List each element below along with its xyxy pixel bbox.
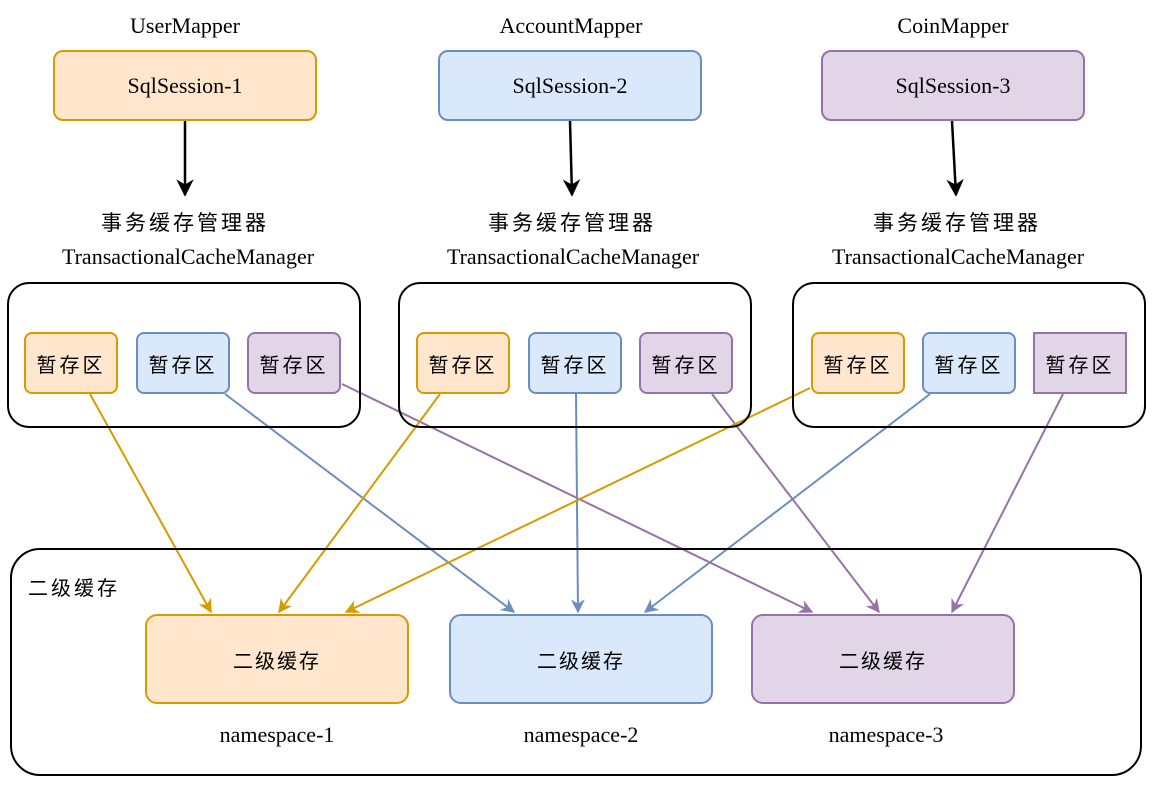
transactional-cache-manager [7,282,361,428]
second-level-cache-box[interactable]: 二级缓存 [145,614,409,704]
second-level-cache-box[interactable]: 二级缓存 [751,614,1015,704]
sqlsession-box[interactable]: SqlSession-1 [53,50,317,121]
edge-m2-blue-ns2 [570,393,585,614]
stash-area[interactable]: 暂存区 [639,332,733,394]
stash-area[interactable]: 暂存区 [922,332,1016,394]
stash-area[interactable]: 暂存区 [416,332,510,394]
transactional-cache-manager [792,282,1146,428]
second-level-cache-box[interactable]: 二级缓存 [449,614,713,704]
edge-m3-purple-ns3 [951,393,1064,614]
mapper-label: CoinMapper [897,13,1009,38]
manager-title-cn: 事务缓存管理器 [873,211,1041,235]
manager-title-cn: 事务缓存管理器 [101,211,269,235]
transactional-cache-manager [398,282,752,428]
sqlsession-box[interactable]: SqlSession-2 [438,50,702,121]
sqlsession-label: SqlSession-1 [127,72,243,98]
stash-area[interactable]: 暂存区 [1033,332,1127,394]
stash-area[interactable]: 暂存区 [24,332,118,394]
edge-m2-purple-ns3 [711,393,880,614]
namespace-label: namespace-2 [523,722,639,747]
manager-title-en: TransactionalCacheManager [831,244,1085,269]
second-level-cache-title: 二级缓存 [28,576,120,600]
sqlsession-label: SqlSession-3 [895,72,1011,98]
second-level-cache-container [10,548,1142,776]
edge-m1-blue-ns2 [224,393,516,613]
sqlsession-box[interactable]: SqlSession-3 [821,50,1085,121]
stash-area[interactable]: 暂存区 [811,332,905,394]
edge-session2-manager2 [562,120,581,197]
namespace-label: namespace-3 [828,722,944,747]
manager-title-cn: 事务缓存管理器 [488,211,656,235]
edge-session3-manager3 [946,120,964,197]
manager-title-en: TransactionalCacheManager [446,244,700,269]
edge-m3-blue-ns2 [643,393,931,613]
edge-m1-orange-ns1 [89,393,212,614]
stash-area[interactable]: 暂存区 [136,332,230,394]
stash-area[interactable]: 暂存区 [247,332,341,394]
manager-title-en: TransactionalCacheManager [61,244,315,269]
edge-m2-orange-ns1 [278,393,441,614]
mapper-label: AccountMapper [499,13,643,38]
stash-area[interactable]: 暂存区 [528,332,622,394]
mapper-label: UserMapper [130,13,240,38]
namespace-label: namespace-1 [219,722,335,747]
sqlsession-label: SqlSession-2 [512,72,628,98]
